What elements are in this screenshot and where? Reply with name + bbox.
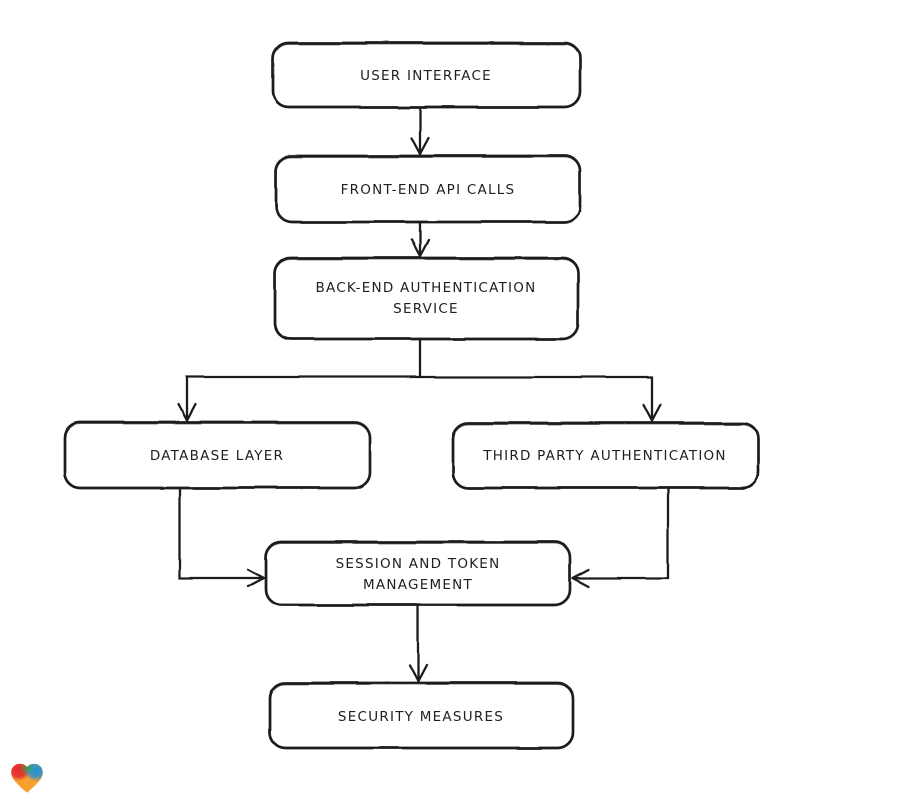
- node-label-third-party-authentication: THIRD PARTY AUTHENTICATION: [482, 448, 727, 464]
- node-back-end-authentication-service[interactable]: [273, 256, 580, 341]
- node-box-sketch-line: [453, 423, 759, 488]
- node-label-user-interface: USER INTERFACE: [360, 68, 492, 84]
- heart-green-blob: [20, 763, 35, 775]
- node-label-security-measures: SECURITY MEASURES: [338, 709, 504, 725]
- node-front-end-api-calls[interactable]: [274, 154, 582, 224]
- node-box-sketch-line: [270, 683, 574, 748]
- heart-gradient-icon: [11, 763, 43, 793]
- edge-third-party-to-session[interactable]: [571, 486, 670, 588]
- node-user-interface[interactable]: [271, 41, 582, 109]
- node-label-session-line2: MANAGEMENT: [363, 577, 473, 593]
- node-box: [264, 540, 572, 607]
- edge-back-end-to-database[interactable]: [177, 375, 422, 422]
- node-box-sketch-line: [65, 422, 371, 488]
- node-label-database-layer: DATABASE LAYER: [150, 448, 284, 464]
- node-session-and-token-management[interactable]: [264, 540, 572, 607]
- node-label-front-end-api-calls: FRONT-END API CALLS: [341, 182, 516, 198]
- edge-layer: [177, 105, 670, 683]
- edge-back-end-to-third-party[interactable]: [418, 375, 662, 423]
- edge-database-to-session[interactable]: [178, 486, 266, 588]
- node-shape-layer: [63, 41, 760, 750]
- node-box-sketch-line: [276, 156, 581, 222]
- node-box-sketch-line: [275, 258, 579, 339]
- node-label-back-end-line2: SERVICE: [393, 301, 459, 317]
- node-box: [273, 256, 580, 341]
- heart-gradient-fill: [11, 763, 43, 793]
- node-third-party-authentication[interactable]: [451, 421, 760, 490]
- node-label-session-line1: SESSION AND TOKEN: [336, 556, 501, 572]
- node-label-layer: USER INTERFACE FRONT-END API CALLS BACK-…: [150, 68, 727, 725]
- node-box-sketch-line: [273, 43, 581, 107]
- node-database-layer[interactable]: [63, 420, 372, 490]
- node-label-back-end-line1: BACK-END AUTHENTICATION: [316, 280, 537, 296]
- node-box-sketch-line: [266, 542, 571, 605]
- node-security-measures[interactable]: [268, 681, 575, 750]
